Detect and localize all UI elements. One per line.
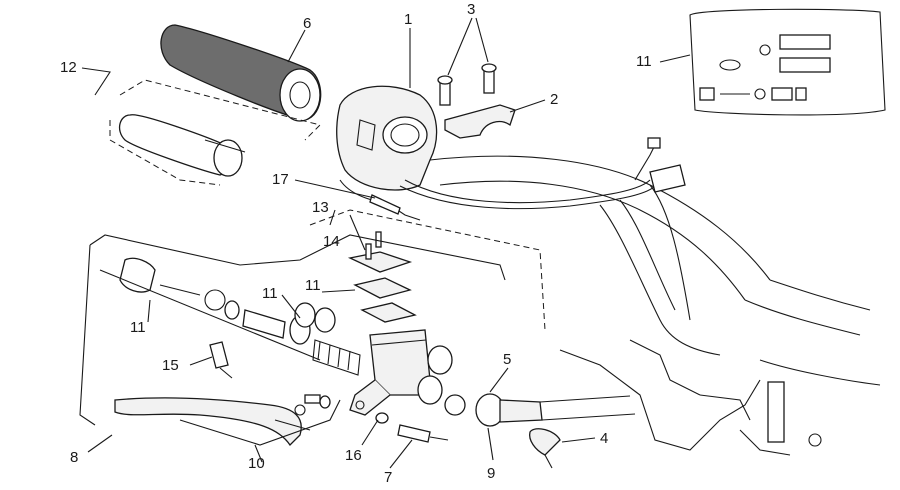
- lever-bracket-mount: [559, 339, 822, 456]
- callout-1: 1: [404, 11, 412, 28]
- callout-12: 12: [60, 59, 77, 76]
- callout-15: 15: [162, 357, 179, 374]
- callout-14: 14: [323, 233, 340, 250]
- callout-8: 8: [70, 449, 78, 466]
- callout-4: 4: [600, 430, 608, 447]
- brake-hose-banjo: [444, 393, 636, 469]
- callout-7: 7: [384, 469, 392, 486]
- throttle-sleeve: [118, 114, 246, 177]
- inset-cap: [779, 34, 831, 50]
- callout-11-diaphragm: 11: [305, 277, 321, 294]
- piston-kit-frame: [89, 234, 506, 281]
- callout-13: 13: [312, 199, 329, 216]
- pivot-screw: [209, 341, 233, 379]
- piston-kit: [119, 257, 361, 376]
- callout-labels: 1 2 3 4 5 6 7 8 9 10 11 11 11 11 12 13 1…: [60, 1, 652, 486]
- leader-lines: [81, 17, 691, 469]
- callout-10: 10: [248, 455, 265, 472]
- pivot-bolt: [304, 394, 321, 404]
- throttle-cable: [339, 179, 421, 221]
- cap-screw-a: [375, 231, 382, 248]
- mount-plate: [767, 381, 785, 443]
- handlebar-clamp: [437, 63, 516, 139]
- inset-master-cylinder-kit: [689, 8, 886, 116]
- inset-diaphragm: [779, 57, 831, 73]
- throttle-grip: [160, 24, 322, 122]
- brake-lever: [114, 394, 331, 447]
- sleeve-dashed-frame: [119, 79, 321, 141]
- callout-5: 5: [503, 351, 511, 368]
- callout-11-inset: 11: [636, 53, 652, 70]
- callout-16: 16: [345, 447, 362, 464]
- wire-harness: [399, 137, 686, 210]
- callout-9: 9: [487, 465, 495, 482]
- brake-light-switch: [375, 412, 449, 443]
- switch-housing: [336, 85, 438, 191]
- lever-frame: [179, 399, 341, 446]
- master-cylinder: [349, 329, 453, 416]
- handlebar: [429, 155, 881, 386]
- callout-2: 2: [550, 91, 558, 108]
- cap-screw-b: [365, 243, 372, 260]
- callout-11-piston: 11: [130, 319, 146, 336]
- callout-11-seals: 11: [262, 285, 278, 302]
- reservoir-cap: [347, 231, 417, 323]
- callout-17: 17: [272, 171, 289, 188]
- callout-3: 3: [467, 1, 475, 18]
- callout-6: 6: [303, 15, 311, 32]
